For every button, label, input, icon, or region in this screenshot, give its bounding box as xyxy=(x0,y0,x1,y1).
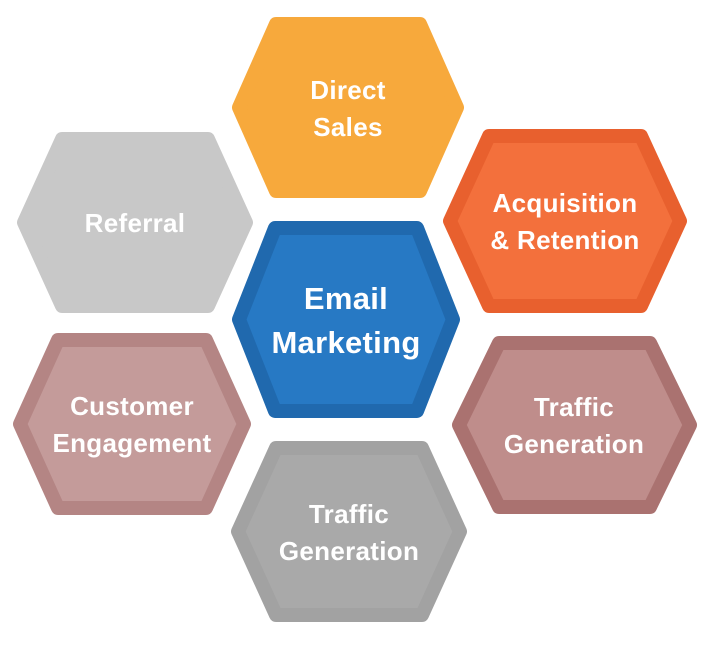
customer-engagement-label-line2: Engagement xyxy=(52,428,211,458)
hexagon-email-marketing-shape xyxy=(232,221,460,418)
hexagon-referral: Referral xyxy=(17,132,253,313)
customer-engagement-label-line1: Customer xyxy=(70,391,194,421)
direct-sales-label-line1: Direct xyxy=(310,75,386,105)
hexagon-email-marketing: Email Marketing xyxy=(232,221,460,418)
hexagon-customer-engagement: Customer Engagement xyxy=(13,333,251,515)
hexagon-acquisition-retention: Acquisition & Retention xyxy=(443,129,687,313)
hexagon-acquisition-retention-shape xyxy=(443,129,687,313)
hexagon-traffic-generation-right: Traffic Generation xyxy=(452,336,697,514)
traffic-generation-right-label-line2: Generation xyxy=(504,429,644,459)
hexagon-direct-sales: Direct Sales xyxy=(232,17,464,198)
acquisition-label-line2: & Retention xyxy=(490,225,639,255)
referral-label: Referral xyxy=(85,208,186,238)
traffic-generation-bottom-label-line2: Generation xyxy=(279,536,419,566)
acquisition-label-line1: Acquisition xyxy=(493,188,638,218)
traffic-generation-bottom-label-line1: Traffic xyxy=(309,499,389,529)
email-marketing-label-line2: Marketing xyxy=(271,325,420,360)
hexagon-customer-engagement-shape xyxy=(13,333,251,515)
hexagon-referral-shape xyxy=(17,132,253,313)
email-marketing-label-line1: Email xyxy=(304,281,388,316)
hexagon-traffic-generation-bottom-shape xyxy=(231,441,467,622)
hexagon-direct-sales-shape xyxy=(232,17,464,198)
hexagon-traffic-generation-bottom: Traffic Generation xyxy=(231,441,467,622)
hexagon-traffic-generation-right-shape xyxy=(452,336,697,514)
direct-sales-label-line2: Sales xyxy=(313,112,382,142)
traffic-generation-right-label-line1: Traffic xyxy=(534,392,614,422)
